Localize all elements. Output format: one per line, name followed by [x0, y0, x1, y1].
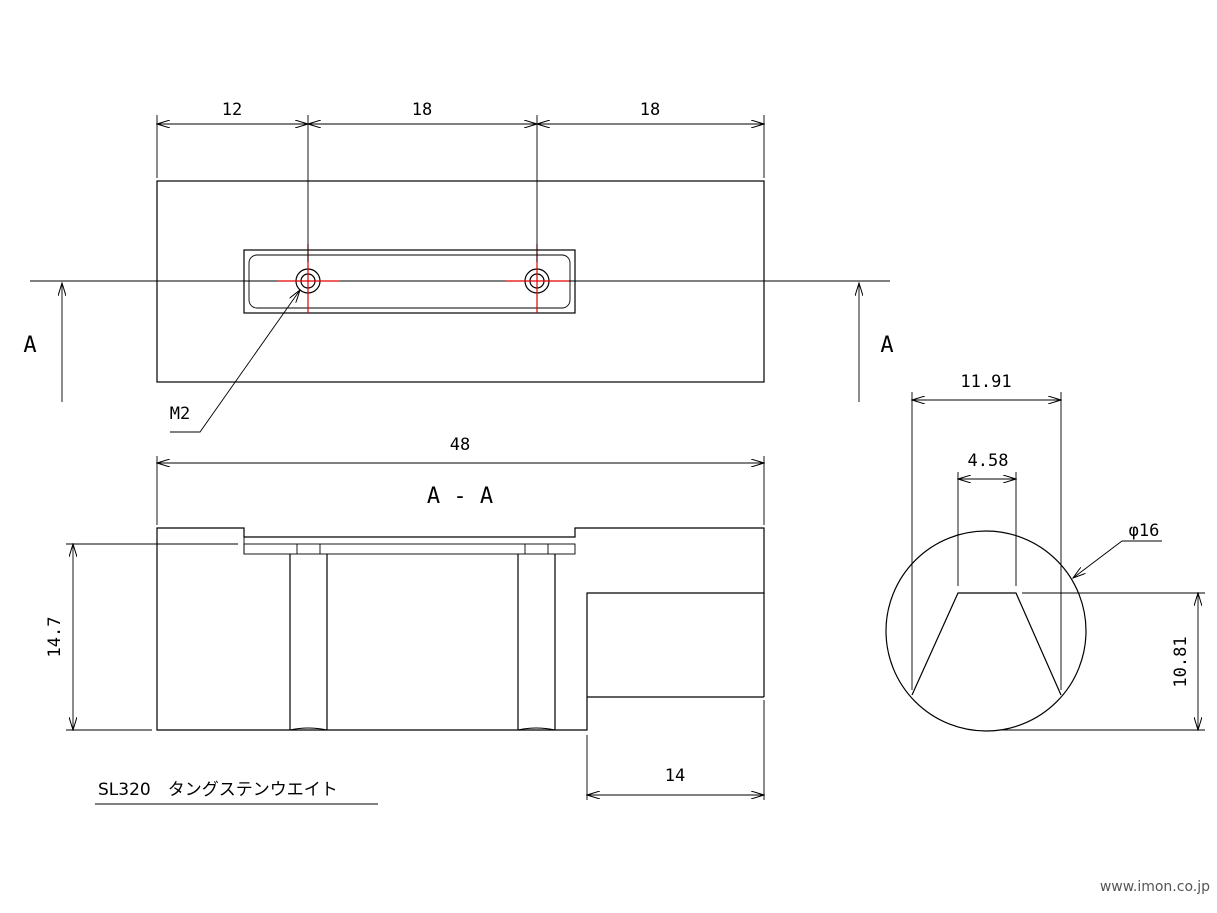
section-body [156, 527, 765, 731]
section-title: A - A [427, 484, 493, 509]
site-url: www.imon.co.jp [1100, 879, 1210, 895]
section-label-left: A [23, 333, 36, 358]
bore-curve [289, 727, 328, 731]
dim-label: 18 [412, 100, 432, 120]
inner-dim-label: 4.58 [968, 451, 1009, 471]
top-view-body [156, 180, 765, 383]
section-label-right: A [880, 333, 893, 358]
end-view: 11.91 4.58 φ16 10.81 [885, 372, 1205, 732]
hole-leader [170, 290, 300, 433]
bore-curve [517, 727, 556, 731]
section-view: 48 A - A 14.7 14 [45, 435, 764, 800]
hole-label: M2 [170, 404, 190, 424]
slot-outer [243, 249, 576, 314]
end-view-circle [885, 530, 1087, 732]
dim-label: 12 [222, 100, 242, 120]
diameter-leader [1073, 540, 1162, 578]
top-view: 12 18 18 A A M2 [23, 100, 894, 433]
width-dim-label: 11.91 [960, 372, 1011, 392]
diameter-label: φ16 [1129, 521, 1160, 541]
step-dim-label: 14 [665, 766, 685, 786]
end-view-profile [911, 592, 1062, 696]
height-dim-label: 14.7 [45, 617, 65, 658]
part-title: SL320 タングステンウエイト [98, 780, 338, 800]
height-dim-label: 10.81 [1171, 636, 1191, 687]
dim-label: 18 [640, 100, 660, 120]
length-dim-label: 48 [450, 435, 470, 455]
slot-inner [248, 254, 571, 309]
